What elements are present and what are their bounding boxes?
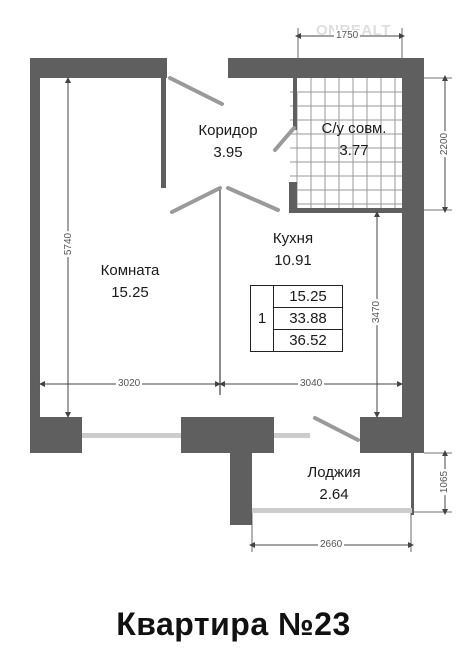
dim-loggia-height: 1065 bbox=[439, 468, 452, 496]
wall-bathroom-left bbox=[293, 78, 297, 130]
door-kitchen bbox=[226, 186, 280, 212]
door-loggia bbox=[313, 416, 360, 442]
dim-kitchen-height: 3470 bbox=[371, 298, 384, 326]
window-room bbox=[82, 433, 181, 438]
dim-kitchen-width: 3040 bbox=[298, 378, 325, 390]
floor-plan bbox=[30, 28, 452, 552]
bathroom-area: 3.77 bbox=[339, 142, 369, 159]
dim-bath-height: 2200 bbox=[439, 130, 452, 158]
wall-block-bottom-left bbox=[40, 417, 82, 453]
bathroom-tile-grid bbox=[290, 78, 402, 210]
summary-living-area: 15.25 bbox=[273, 285, 343, 308]
door-bathroom bbox=[273, 126, 296, 152]
door-entrance bbox=[168, 76, 224, 106]
wall-loggia-stub bbox=[230, 453, 252, 525]
page-title: Квартира №23 bbox=[116, 606, 351, 642]
dim-left-height: 5740 bbox=[63, 230, 76, 258]
dim-room-width: 3020 bbox=[116, 378, 143, 390]
dim-loggia-width: 2660 bbox=[318, 539, 345, 551]
walls bbox=[30, 58, 424, 525]
wall-right bbox=[402, 58, 424, 453]
summary-index: 1 bbox=[250, 285, 274, 352]
summary-row: 1 15.25 bbox=[250, 285, 343, 352]
wall-room-partition bbox=[161, 78, 166, 188]
wall-top-right bbox=[228, 58, 424, 78]
kitchen-area: 10.91 bbox=[274, 252, 312, 269]
summary-row: 36.52 bbox=[251, 329, 343, 352]
dim-top: 1750 bbox=[334, 30, 361, 42]
window-kitchen bbox=[274, 433, 310, 438]
door-room bbox=[170, 186, 222, 214]
room-label-bathroom: С/у совм. 3.77 bbox=[306, 118, 402, 162]
wall-block-bottom-center bbox=[181, 417, 274, 453]
area-summary-table: 1 15.25 33.88 36.52 bbox=[250, 285, 343, 352]
wall-bathroom-left-lower bbox=[289, 182, 297, 212]
wall-bathroom-bottom bbox=[289, 208, 404, 213]
summary-total-with-loggia: 36.52 bbox=[273, 329, 343, 352]
loggia-area: 2.64 bbox=[319, 486, 349, 503]
window-loggia bbox=[252, 508, 412, 513]
room-label-kitchen: Кухня 10.91 bbox=[250, 228, 336, 272]
corridor-area: 3.95 bbox=[213, 144, 243, 161]
bathroom-name: С/у совм. bbox=[321, 120, 387, 137]
kitchen-name: Кухня bbox=[272, 230, 314, 247]
room-label-corridor: Коридор 3.95 bbox=[180, 120, 276, 164]
corridor-name: Коридор bbox=[198, 122, 258, 139]
room-label-loggia: Лоджия 2.64 bbox=[286, 462, 382, 506]
wall-top-left bbox=[30, 58, 167, 78]
summary-total-area: 33.88 bbox=[273, 307, 343, 330]
wall-left bbox=[30, 58, 40, 453]
doors bbox=[168, 76, 360, 442]
wall-block-bottom-right bbox=[360, 417, 424, 453]
room-area: 15.25 bbox=[111, 284, 149, 301]
windows bbox=[82, 433, 412, 513]
room-name: Комната bbox=[100, 262, 160, 279]
room-label-room: Комната 15.25 bbox=[82, 260, 178, 304]
loggia-name: Лоджия bbox=[307, 464, 361, 481]
wall-loggia-right bbox=[411, 453, 414, 515]
